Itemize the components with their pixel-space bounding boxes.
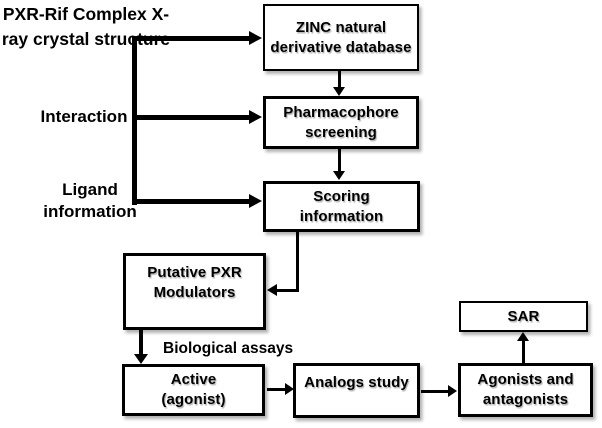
input-bus-vertical-line [132, 36, 137, 205]
arrow-scoring-to-putative-head [267, 284, 277, 296]
active-line1: Active [170, 371, 217, 388]
biological-assays-label: Biological assays [163, 340, 294, 357]
arrow-active-to-analogs-head [285, 383, 294, 395]
arrow-analogs-to-agonists-head [448, 385, 457, 397]
ligand-information-label-line2: information [43, 202, 137, 221]
arrow-analogs-to-agonists-shaft [421, 390, 449, 393]
agonists-line1: Agonists and [477, 371, 574, 388]
zinc-database-box: ZINC natural derivative database [263, 4, 419, 71]
arrow-putative-to-active-head [134, 354, 148, 364]
ligand-information-label: Ligand information [25, 179, 155, 223]
arrow-crystal-to-zinc-head [249, 31, 262, 45]
analogs-line1: Analogs study [304, 373, 409, 391]
arrow-ligand-to-scoring-shaft [132, 199, 249, 204]
pharmacophore-screening-box: Pharmacophore screening [263, 96, 419, 149]
analogs-study-box: Analogs study [293, 363, 420, 418]
zinc-database-line2: derivative database [270, 38, 412, 56]
zinc-database-line1: ZINC natural [295, 18, 387, 36]
ligand-information-label-line1: Ligand [62, 180, 118, 199]
crystal-structure-label-line1: PXR-Rif Complex X- [2, 4, 170, 24]
active-agonist-box: Active (agonist) [122, 364, 265, 416]
active-line2: (agonist) [161, 391, 226, 408]
arrow-interaction-to-pharmacophore-shaft [132, 115, 249, 120]
arrow-agonists-to-sar-head [517, 332, 529, 341]
crystal-structure-label-line2: ray crystal [1, 29, 90, 49]
arrow-scoring-to-putative-horizontal [276, 289, 299, 292]
scoring-line1: Scoring [313, 187, 370, 205]
agonists-antagonists-box: Agonists and antagonists [458, 363, 593, 417]
putative-line1: Putative PXR [147, 264, 242, 281]
arrow-interaction-to-pharmacophore-head [249, 110, 262, 124]
arrow-agonists-to-sar-shaft [522, 340, 525, 363]
putative-line2: Modulators [153, 284, 236, 301]
arrow-pharmacophore-to-scoring-head [333, 171, 345, 180]
arrow-pharmacophore-to-scoring-shaft [338, 149, 341, 172]
agonists-line2: antagonists [482, 391, 569, 408]
interaction-label: Interaction [40, 107, 128, 126]
scoring-information-box: Scoring information [263, 181, 420, 232]
arrow-putative-to-active-shaft [139, 330, 143, 355]
arrow-crystal-to-zinc-shaft [132, 36, 249, 41]
putative-pxr-modulators-box: Putative PXR Modulators [123, 253, 266, 330]
scoring-line2: information [299, 207, 384, 225]
sar-line1: SAR [507, 307, 540, 325]
pharmacophore-line1: Pharmacophore [283, 103, 399, 121]
arrow-zinc-to-pharmacophore-shaft [338, 71, 341, 88]
arrow-scoring-to-putative-vertical [296, 232, 299, 292]
sar-box: SAR [459, 301, 588, 332]
arrow-ligand-to-scoring-head [249, 194, 262, 208]
crystal-structure-label: PXR-Rif Complex X- ray crystal structure [0, 2, 172, 52]
arrow-zinc-to-pharmacophore-head [333, 87, 345, 96]
pharmacophore-line2: screening [305, 123, 377, 141]
arrow-active-to-analogs-shaft [267, 388, 286, 391]
